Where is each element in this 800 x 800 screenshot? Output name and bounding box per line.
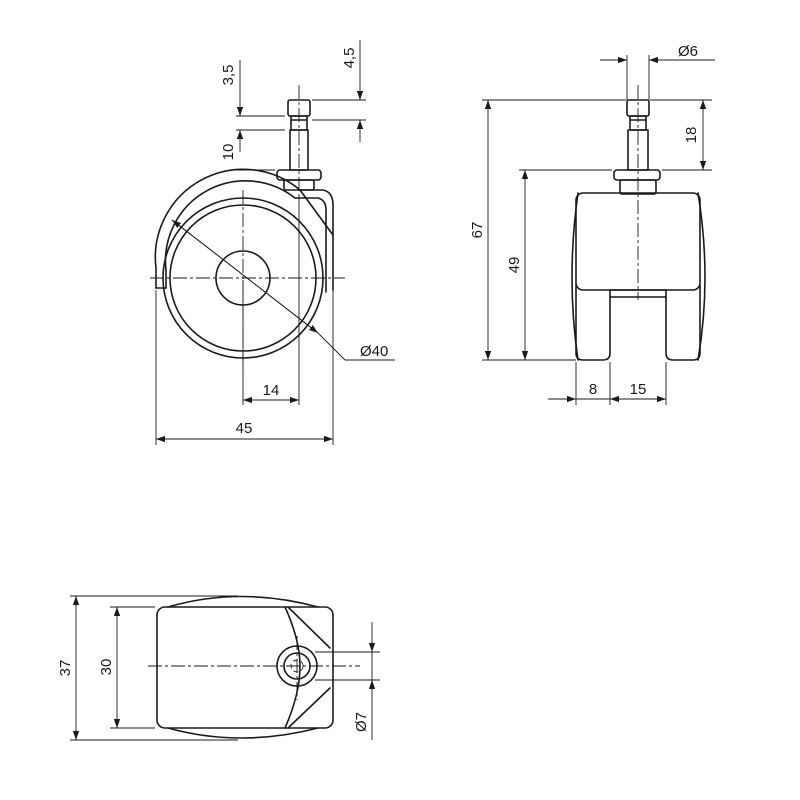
dim-label-d6: Ø6: [678, 43, 698, 60]
dim-label-8: 8: [589, 381, 597, 398]
dim-label-10: 10: [220, 144, 237, 161]
side-view: 3,5 10 4,5 Ø40 14: [150, 40, 395, 445]
dim-axle-bore-diameter: Ø7: [315, 622, 380, 740]
dim-label-4-5: 4,5: [341, 48, 358, 69]
dim-tire-gap: 8 15: [548, 362, 667, 405]
dim-label-67: 67: [469, 222, 486, 239]
dim-overall-depth: 37: [57, 595, 238, 741]
dim-label-37: 37: [57, 660, 74, 677]
dim-wheel-diameter: Ø40: [171, 219, 395, 361]
dim-overall-width: 45: [155, 290, 334, 445]
dim-axle-offset: 14: [242, 195, 300, 405]
dim-label-49: 49: [506, 257, 523, 274]
dim-flange-offset: 4,5: [312, 40, 366, 142]
bottom-wheel-body: [156, 595, 334, 739]
dim-stem-groove: 10: [220, 144, 275, 171]
dim-stem-height: 18: [650, 99, 712, 171]
dim-label-30: 30: [98, 659, 115, 676]
dim-label-d7: Ø7: [353, 712, 370, 732]
front-stem: [613, 99, 661, 195]
side-fork-housing: [154, 168, 334, 293]
front-view: Ø6 18 67 49 8: [469, 43, 715, 405]
bottom-view: 37 30 Ø7: [57, 595, 380, 741]
dim-label-3-5: 3,5: [220, 65, 237, 86]
dim-stem-tip: 3,5: [220, 60, 285, 152]
dim-label-d40: Ø40: [360, 343, 388, 360]
dim-label-18: 18: [683, 127, 700, 144]
dim-label-45: 45: [236, 420, 253, 437]
dim-overall-height: 67: [469, 99, 626, 361]
dim-body-depth: 30: [98, 606, 155, 729]
dim-stem-diameter: Ø6: [600, 43, 715, 100]
dim-body-height: 49: [506, 169, 612, 360]
dim-label-14: 14: [263, 382, 280, 399]
dim-label-15: 15: [630, 381, 647, 398]
front-wheel-body: [571, 192, 706, 361]
